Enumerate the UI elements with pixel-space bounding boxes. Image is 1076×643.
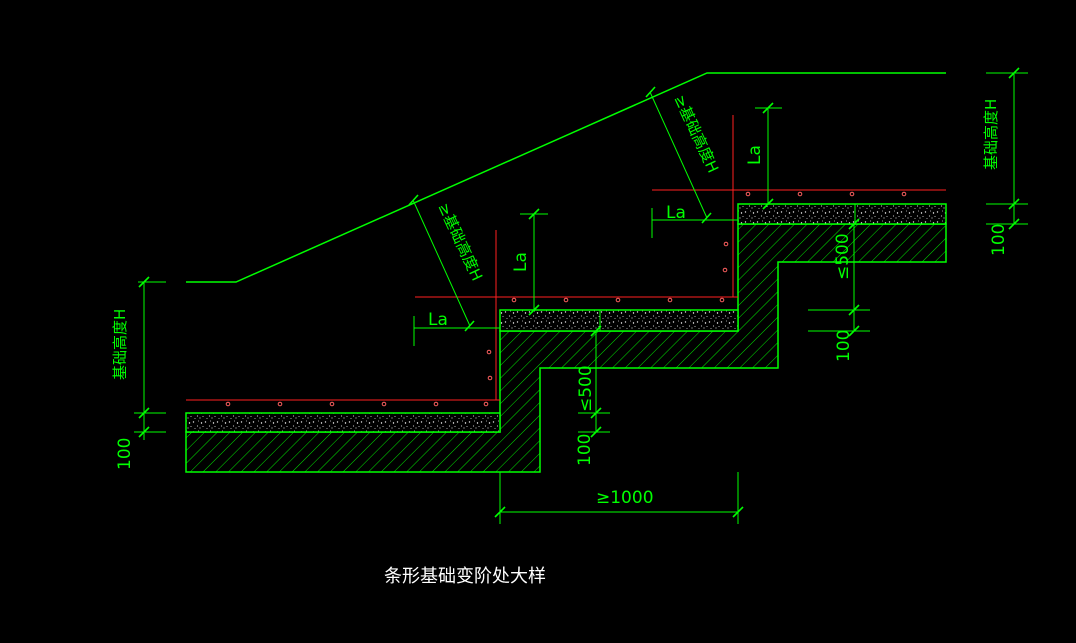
cushion-layer-upper [737,203,947,225]
drawing-title: 条形基础变阶处大样 [384,566,546,587]
label-dim-500-left: ≤500 [576,365,596,412]
label-dim-1000: ≥1000 [596,488,654,508]
rebar-dots [225,191,907,407]
label-dim-100-far-right: 100 [989,224,1009,256]
label-la-vertical-right: La [745,145,765,165]
label-foundation-height-right: 基础高度H [982,99,1000,170]
dimension-ticks [138,67,1020,518]
label-dim-100-left: 100 [115,438,135,470]
label-dim-100-right: 100 [834,330,854,362]
ground-slope-line [186,72,946,283]
cushion-layer-middle [499,309,739,332]
label-min-height-left: ≥基础高度H [434,200,486,284]
label-dim-500-right: ≤500 [833,233,853,280]
label-foundation-height-left: 基础高度H [111,309,129,380]
dimension-lines [134,72,1028,524]
label-la-horizontal-left: La [428,310,448,330]
label-dim-100-middle: 100 [575,434,595,466]
cushion-layer-lower [185,412,501,433]
foundation-concrete [185,223,947,473]
label-la-horizontal-right: La [666,203,686,223]
label-min-height-right: ≥基础高度H [670,92,722,176]
label-la-vertical-left: La [511,252,531,272]
